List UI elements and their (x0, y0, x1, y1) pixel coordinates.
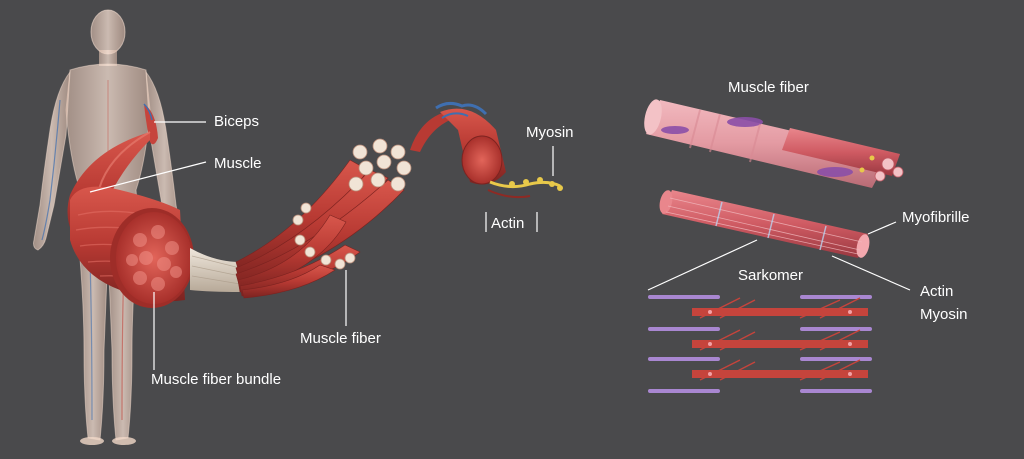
single-fiber-illustration (410, 101, 563, 199)
label-sarkomer: Sarkomer (738, 267, 804, 284)
label-myosin-top: Myosin (526, 124, 574, 141)
muscle-fiber-bundle-illustration (235, 138, 412, 299)
label-biceps: Biceps (214, 113, 260, 130)
label-actin-right: Actin (920, 283, 954, 300)
label-actin-top: Actin (491, 215, 525, 232)
label-muscle-fiber-bundle: Muscle fiber bundle (151, 371, 282, 388)
muscle-illustration (67, 131, 241, 308)
label-muscle: Muscle (214, 155, 262, 172)
leader-lines (89, 121, 911, 370)
label-muscle-fiber-left: Muscle fiber (300, 330, 381, 347)
label-myosin-right: Myosin (920, 306, 968, 323)
muscle-fiber-tube-illustration (644, 99, 904, 188)
label-muscle-fiber-right: Muscle fiber (728, 79, 809, 96)
myofibrille-illustration (659, 190, 870, 258)
label-myofibrille: Myofibrille (902, 209, 970, 226)
sarcomere-illustration (648, 295, 872, 393)
